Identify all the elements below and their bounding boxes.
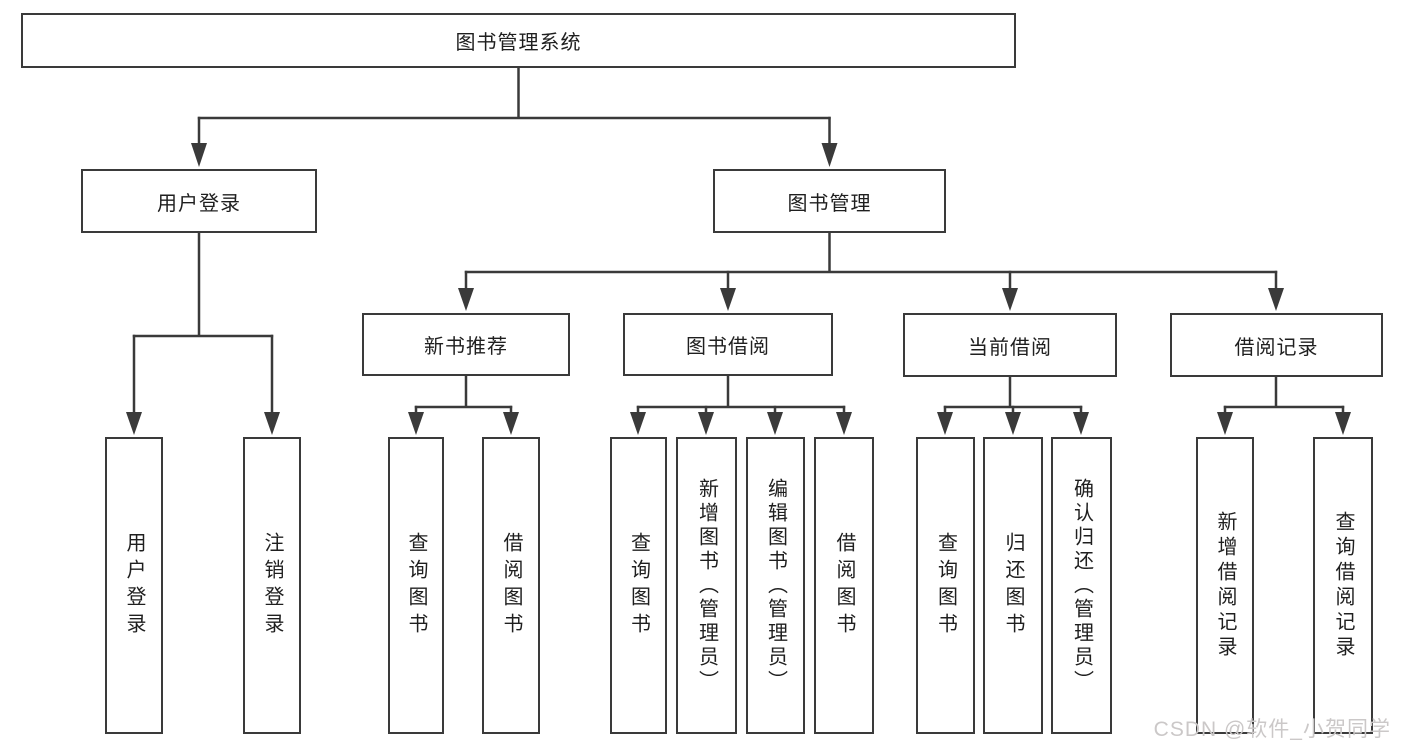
arrowhead — [191, 143, 207, 167]
leaf-label: 查询图书 — [934, 531, 957, 640]
arrowhead — [1268, 288, 1284, 311]
leaf-label: 查询借阅记录 — [1332, 510, 1354, 661]
node-user-login: 用户登录 — [81, 169, 317, 233]
leaf-add-books-admin: 新增图书（管理员） — [676, 437, 737, 734]
arrowhead — [408, 412, 424, 435]
node-label: 新书推荐 — [424, 336, 508, 358]
arrowhead — [1335, 412, 1351, 435]
node-new-book-recommend: 新书推荐 — [362, 313, 570, 376]
arrowhead — [458, 288, 474, 311]
leaf-label: 新增图书（管理员） — [695, 477, 718, 694]
node-label: 用户登录 — [157, 192, 241, 215]
leaf-query-borrow-record: 查询借阅记录 — [1313, 437, 1373, 734]
leaf-label: 确认归还（管理员） — [1070, 477, 1093, 694]
leaf-query-books-current: 查询图书 — [916, 437, 975, 734]
leaf-label: 归还图书 — [1002, 531, 1024, 640]
connector-arrowheads — [126, 143, 1351, 435]
node-label: 图书借阅 — [686, 336, 770, 358]
node-borrowing-records: 借阅记录 — [1170, 313, 1383, 377]
arrowhead — [630, 412, 646, 435]
node-label: 借阅记录 — [1234, 336, 1319, 359]
leaf-add-borrow-record: 新增借阅记录 — [1196, 437, 1254, 734]
arrowhead — [698, 412, 714, 435]
leaf-label: 借阅图书 — [833, 531, 855, 640]
leaf-label: 查询图书 — [627, 531, 650, 640]
arrowhead — [1002, 288, 1018, 311]
leaf-query-books-recommend: 查询图书 — [388, 437, 444, 734]
leaf-label: 查询图书 — [405, 531, 427, 640]
arrowhead — [720, 288, 736, 311]
arrowhead — [836, 412, 852, 435]
node-label: 当前借阅 — [968, 336, 1052, 359]
arrowhead — [1073, 412, 1089, 435]
leaf-query-books-borrow: 查询图书 — [610, 437, 667, 734]
leaf-label: 新增借阅记录 — [1214, 510, 1236, 661]
node-library-management-system: 图书管理系统 — [21, 13, 1016, 68]
leaf-edit-books-admin: 编辑图书（管理员） — [746, 437, 805, 734]
leaf-label: 注销登录 — [261, 531, 283, 640]
arrowhead — [503, 412, 519, 435]
arrowhead — [1005, 412, 1021, 435]
node-label: 图书管理 — [787, 192, 872, 215]
leaf-borrow-books-recommend: 借阅图书 — [482, 437, 540, 734]
node-current-borrowing: 当前借阅 — [903, 313, 1117, 377]
leaf-label: 编辑图书（管理员） — [764, 477, 787, 694]
node-label: 图书管理系统 — [455, 32, 582, 54]
arrowhead — [821, 143, 838, 167]
arrowhead — [264, 412, 280, 435]
arrowhead — [126, 412, 142, 435]
leaf-borrow-books: 借阅图书 — [814, 437, 874, 734]
arrowhead — [937, 412, 953, 435]
watermark: CSDN @软件_小贺同学 — [1153, 718, 1391, 741]
leaf-label: 用户登录 — [123, 531, 145, 640]
leaf-label: 借阅图书 — [500, 531, 522, 640]
arrowhead — [1217, 412, 1233, 435]
leaf-confirm-return-admin: 确认归还（管理员） — [1051, 437, 1112, 734]
node-book-management: 图书管理 — [713, 169, 946, 233]
leaf-logout: 注销登录 — [243, 437, 301, 734]
arrowhead — [767, 412, 783, 435]
node-book-borrowing: 图书借阅 — [623, 313, 833, 376]
leaf-return-books: 归还图书 — [983, 437, 1043, 734]
leaf-user-login: 用户登录 — [105, 437, 163, 734]
